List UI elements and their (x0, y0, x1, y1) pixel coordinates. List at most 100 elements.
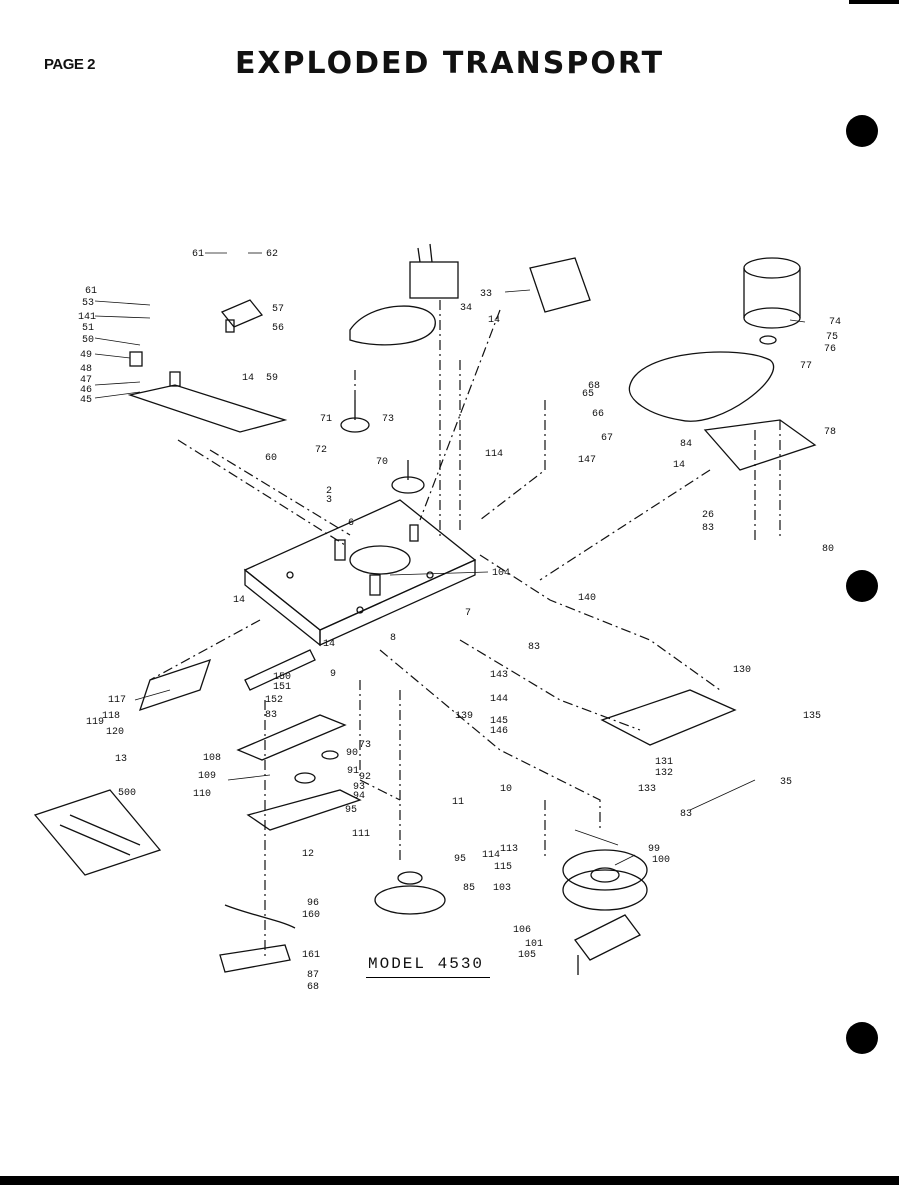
part-label: 13 (115, 754, 127, 765)
part-label: 47 (80, 375, 92, 386)
part-label: 8 (390, 633, 396, 644)
bottom-edge-bar (0, 1176, 899, 1185)
part-label: 118 (102, 711, 120, 722)
motor-part (743, 257, 801, 345)
part-label: 94 (353, 791, 365, 802)
part-label: 66 (592, 409, 604, 420)
part-label: 100 (652, 855, 670, 866)
part-label: 119 (86, 717, 104, 728)
part-label: 35 (780, 777, 792, 788)
left-lever-assembly (127, 351, 288, 433)
part-label: 109 (198, 771, 216, 782)
part-label: 120 (106, 727, 124, 738)
part-label: 46 (80, 385, 92, 396)
flywheel-bracket (574, 914, 641, 975)
page-label: PAGE 2 (44, 56, 95, 73)
part-label: 132 (655, 768, 673, 779)
part-label: 500 (118, 788, 136, 799)
part-label: 7 (465, 608, 471, 619)
top-edge-rule (849, 0, 899, 4)
part-label: 141 (78, 312, 96, 323)
part-label: 68 (307, 982, 319, 993)
part-label: 108 (203, 753, 221, 764)
part-label: 105 (518, 950, 536, 961)
side-bracket (600, 689, 737, 746)
part-label: 51 (82, 323, 94, 334)
part-label: 67 (601, 433, 613, 444)
part-label: 73 (382, 414, 394, 425)
head-block (409, 243, 459, 299)
part-label: 75 (826, 332, 838, 343)
part-label: 56 (272, 323, 284, 334)
part-label: 93 (353, 782, 365, 793)
part-label: 101 (525, 939, 543, 950)
part-label: 117 (108, 695, 126, 706)
part-label: 34 (460, 303, 472, 314)
part-label: 45 (80, 395, 92, 406)
part-label: 104 (492, 568, 510, 579)
part-label: 78 (824, 427, 836, 438)
part-label: 144 (490, 694, 508, 705)
binder-hole-middle (846, 570, 878, 602)
part-label: 71 (320, 414, 332, 425)
part-label: 143 (490, 670, 508, 681)
part-label: 76 (824, 344, 836, 355)
solenoid-part (220, 299, 264, 333)
part-label: 14 (323, 639, 335, 650)
drive-belt-left (349, 305, 436, 346)
part-label: 74 (829, 317, 841, 328)
part-label: 145 (490, 716, 508, 727)
capstan-parts (340, 400, 425, 494)
part-label: 83 (528, 642, 540, 653)
motor-plate (703, 419, 817, 471)
part-label: 77 (800, 361, 812, 372)
part-label: 92 (359, 772, 371, 783)
part-label: 113 (500, 844, 518, 855)
part-label: 3 (326, 495, 332, 506)
part-label: 96 (307, 898, 319, 909)
part-label: 146 (490, 726, 508, 737)
part-label: 14 (488, 315, 500, 326)
part-label: 106 (513, 925, 531, 936)
part-label: 2 (326, 486, 332, 497)
part-label: 111 (352, 829, 370, 840)
part-label: 61 (85, 286, 97, 297)
part-label: 95 (454, 854, 466, 865)
part-label: 53 (82, 298, 94, 309)
part-label: 60 (265, 453, 277, 464)
leader-lines (94, 252, 806, 866)
part-label: 11 (452, 797, 464, 808)
part-label: 139 (455, 711, 473, 722)
part-label: 150 (273, 672, 291, 683)
part-label: 59 (266, 373, 278, 384)
drive-belt-right (628, 351, 774, 422)
part-label: 68 (588, 381, 600, 392)
part-label: 73 (359, 740, 371, 751)
part-label: 6 (348, 518, 354, 529)
part-label: 65 (582, 389, 594, 400)
part-label: 48 (80, 364, 92, 375)
part-label: 83 (265, 710, 277, 721)
part-label: 33 (480, 289, 492, 300)
part-label: 114 (485, 449, 503, 460)
binder-hole-top (846, 115, 878, 147)
pulley-assembly (374, 871, 446, 915)
part-label: 99 (648, 844, 660, 855)
part-label: 160 (302, 910, 320, 921)
part-label: 57 (272, 304, 284, 315)
part-label: 70 (376, 457, 388, 468)
function-keyboard (33, 789, 162, 876)
part-label: 103 (493, 883, 511, 894)
part-label: 87 (307, 970, 319, 981)
part-number-labels: 61 62 61 53 141 51 50 49 48 47 46 45 57 … (78, 249, 841, 993)
part-label: 83 (680, 809, 692, 820)
part-label: 50 (82, 335, 94, 346)
part-label: 85 (463, 883, 475, 894)
part-label: 130 (733, 665, 751, 676)
part-label: 152 (265, 695, 283, 706)
page-title: EXPLODED TRANSPORT (234, 46, 665, 81)
binder-hole-bottom (846, 1022, 878, 1054)
part-label: 83 (702, 523, 714, 534)
part-label: 114 (482, 850, 500, 861)
part-label: 131 (655, 757, 673, 768)
